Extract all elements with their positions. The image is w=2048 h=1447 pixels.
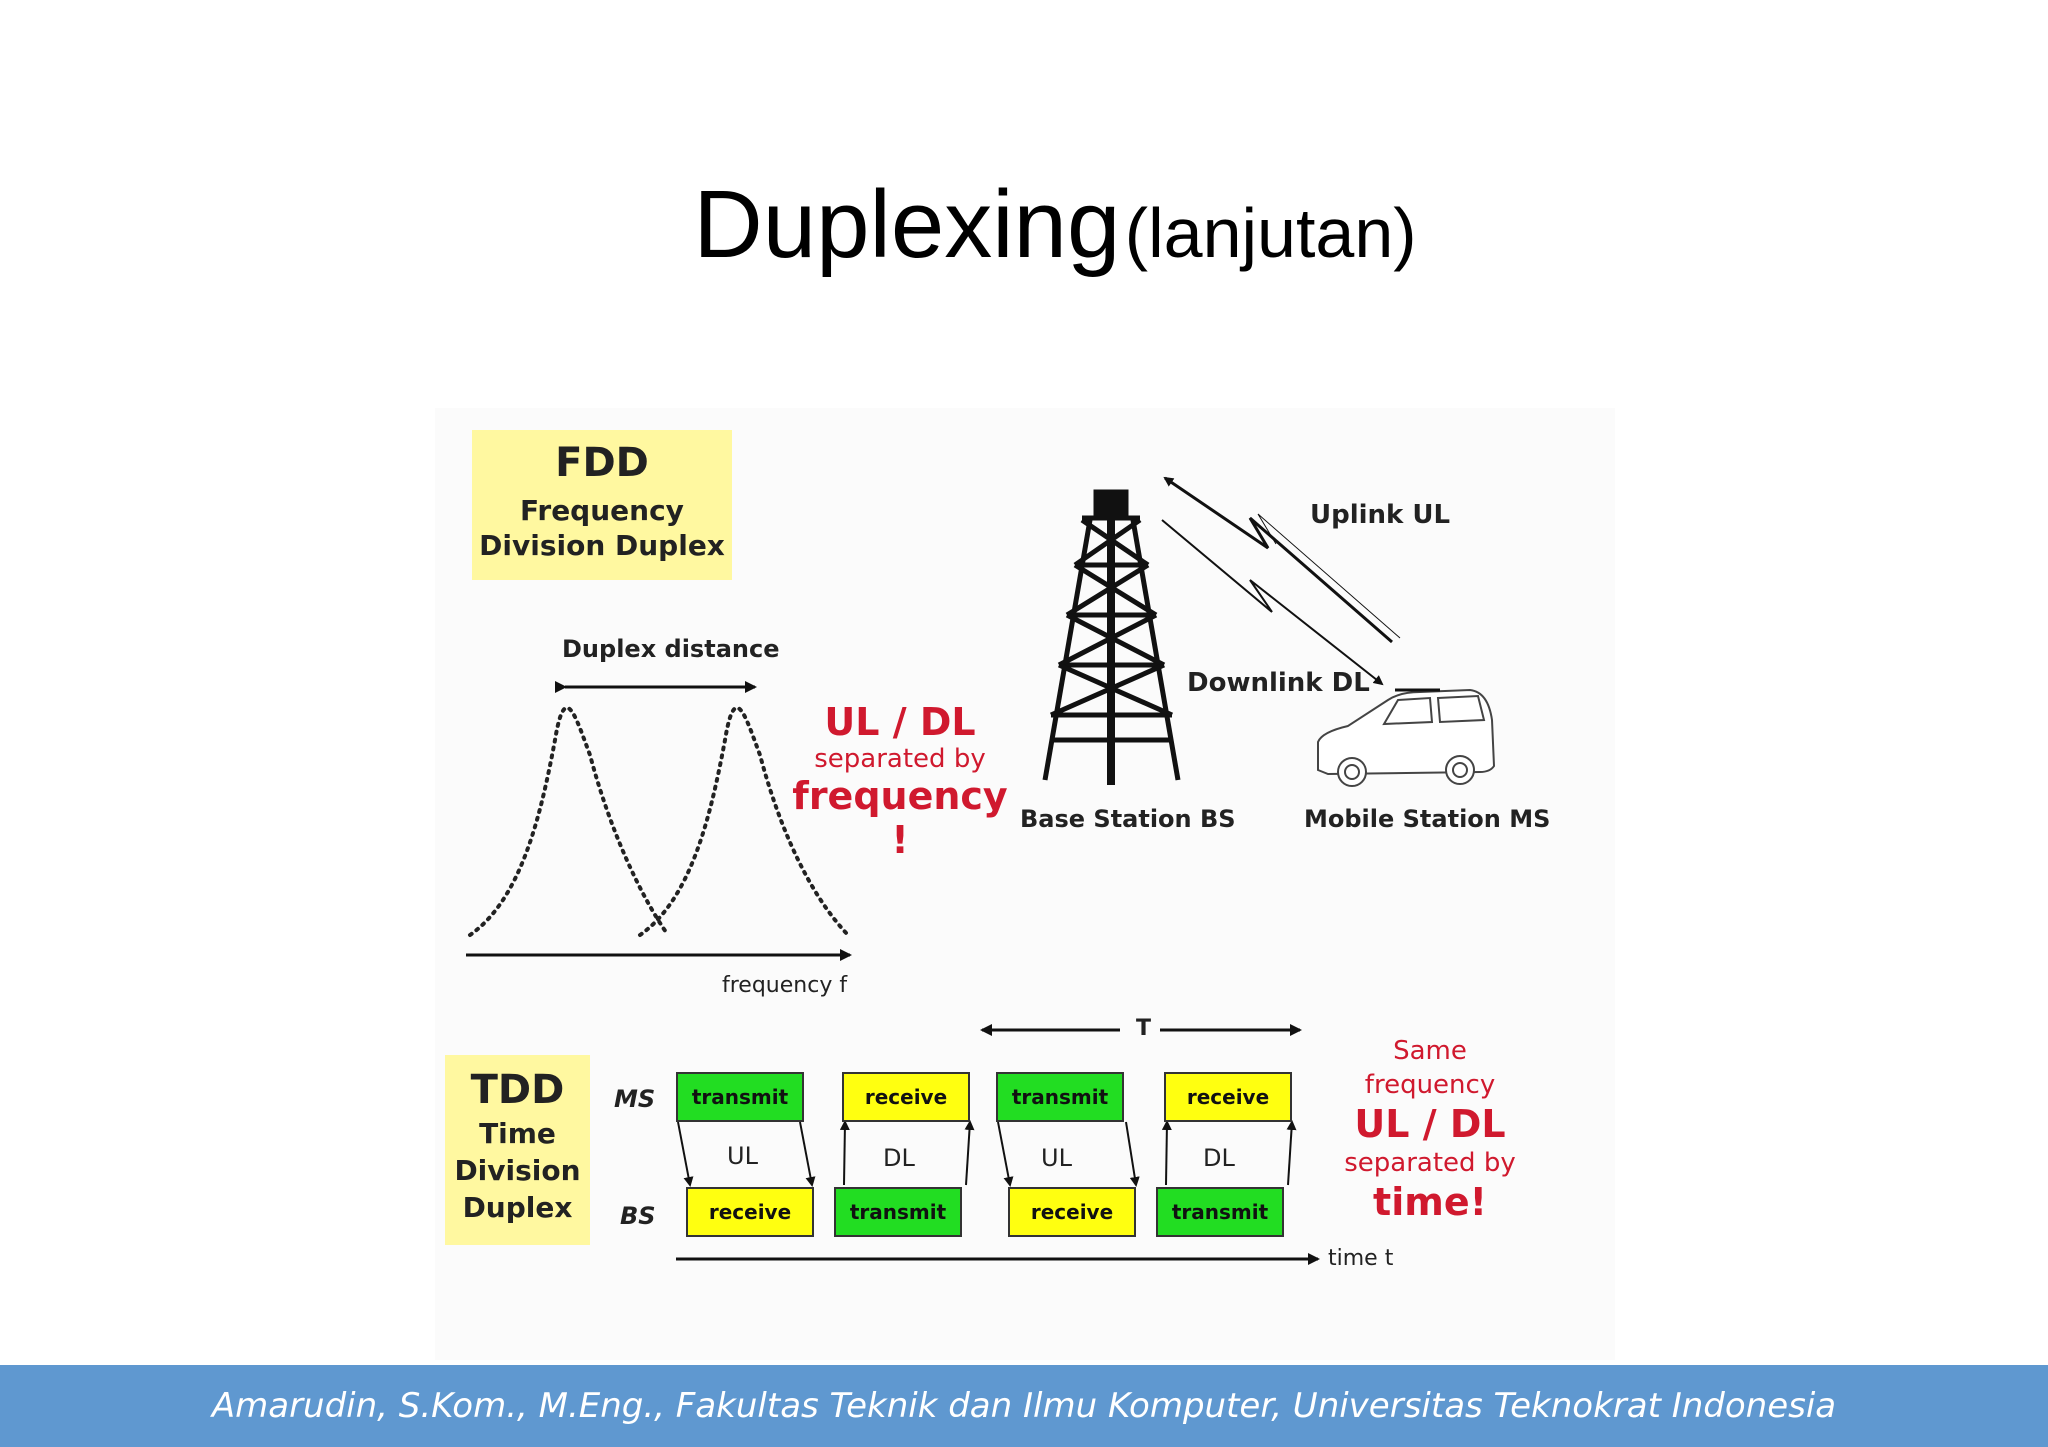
- tdd-note-line1: Same: [1393, 1036, 1467, 1066]
- footer-bar: Amarudin, S.Kom., M.Eng., Fakultas Tekni…: [0, 1365, 2048, 1447]
- base-station-tower: [1042, 489, 1181, 785]
- fdd-note: UL / DL separated by frequency !: [790, 700, 1010, 862]
- slot-transitions: [677, 1120, 1297, 1187]
- ul-spectrum-curve: [468, 705, 670, 937]
- tdd-label-box: TDD Time Division Duplex: [445, 1055, 590, 1245]
- duplex-distance-label: Duplex distance: [562, 635, 780, 663]
- bs-row-label: BS: [620, 1202, 656, 1230]
- fdd-note-line3: frequency !: [792, 774, 1008, 862]
- frequency-axis-label: frequency f: [722, 973, 848, 998]
- downlink-arrow: [1161, 519, 1384, 686]
- fdd-line1: Frequency: [520, 494, 684, 527]
- base-station-label: Base Station BS: [1020, 805, 1236, 833]
- footer-credit: Amarudin, S.Kom., M.Eng., Fakultas Tekni…: [211, 1386, 1837, 1426]
- ms-slot-transmit: transmit: [996, 1072, 1124, 1122]
- mobile-station-car: [1317, 688, 1496, 787]
- ms-row-label: MS: [614, 1085, 656, 1113]
- ms-slot-transmit: transmit: [676, 1072, 804, 1122]
- tdd-note-line2: frequency: [1364, 1070, 1496, 1100]
- bs-slot-receive: receive: [1008, 1187, 1136, 1237]
- direction-label: UL: [1041, 1144, 1072, 1172]
- direction-label: UL: [727, 1142, 758, 1170]
- slide-title: Duplexing (lanjutan): [0, 170, 2048, 280]
- fdd-note-line2: separated by: [814, 744, 986, 774]
- dl-spectrum-curve: [638, 705, 850, 937]
- ms-slot-receive: receive: [842, 1072, 970, 1122]
- bs-slot-transmit: transmit: [1156, 1187, 1284, 1237]
- tdd-note-line4: separated by: [1344, 1148, 1516, 1178]
- downlink-label: Downlink DL: [1187, 668, 1370, 698]
- tdd-note-line5: time!: [1373, 1180, 1487, 1224]
- tdd-abbr: TDD: [470, 1067, 565, 1113]
- title-sub: (lanjutan): [1124, 194, 1417, 272]
- fdd-abbr: FDD: [555, 440, 649, 486]
- direction-label: DL: [1203, 1144, 1235, 1172]
- fdd-line2: Division Duplex: [479, 529, 725, 562]
- tdd-note-line3: UL / DL: [1354, 1102, 1506, 1146]
- tdd-line2: Division: [454, 1154, 581, 1187]
- tdd-line1: Time: [479, 1117, 556, 1150]
- fdd-label-box: FDD Frequency Division Duplex: [472, 430, 732, 580]
- tdd-line3: Duplex: [462, 1191, 573, 1224]
- uplink-arrow: [1163, 476, 1393, 644]
- mobile-station-label: Mobile Station MS: [1304, 805, 1551, 833]
- ms-slot-receive: receive: [1164, 1072, 1292, 1122]
- direction-label: DL: [883, 1144, 915, 1172]
- title-main: Duplexing: [693, 171, 1121, 278]
- uplink-arrow-outline: [1257, 513, 1401, 639]
- fdd-note-line1: UL / DL: [824, 700, 976, 744]
- time-axis-label: time t: [1328, 1246, 1394, 1271]
- period-label: T: [1136, 1016, 1152, 1041]
- bs-slot-receive: receive: [686, 1187, 814, 1237]
- bs-slot-transmit: transmit: [834, 1187, 962, 1237]
- tdd-note: Same frequency UL / DL separated by time…: [1330, 1036, 1530, 1224]
- uplink-label: Uplink UL: [1310, 500, 1451, 530]
